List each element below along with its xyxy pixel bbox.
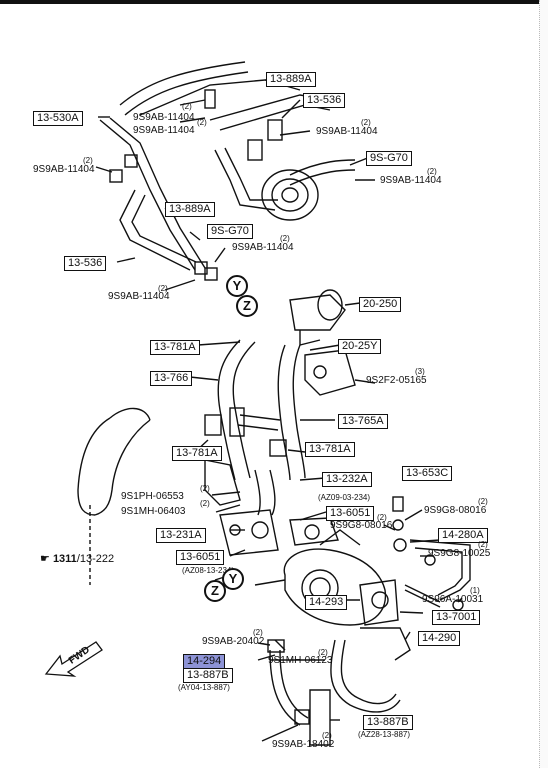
callout-14-280A: 14-280A bbox=[438, 528, 488, 543]
marker-y-top: Y bbox=[226, 275, 248, 297]
side-watermark-strip bbox=[539, 0, 548, 768]
part-number: 9S9AB-11404 bbox=[108, 291, 170, 302]
part-number: 9S9G8-10025 bbox=[428, 548, 491, 559]
qty-label: (2) bbox=[322, 731, 332, 740]
callout-13-7001: 13-7001 bbox=[432, 610, 481, 625]
ref-note: (AY04-13-887) bbox=[178, 683, 230, 692]
callout-13-536-top: 13-536 bbox=[303, 93, 346, 108]
part-number: 9S1MH-06403 bbox=[121, 506, 186, 517]
part-number: 9S9AB-11404 bbox=[380, 175, 442, 186]
callout-13-766: 13-766 bbox=[150, 371, 193, 386]
arrow-icon: ☛ bbox=[40, 553, 50, 565]
page-ref-sub: /13-222 bbox=[76, 553, 115, 565]
callout-13-653C: 13-653C bbox=[402, 466, 453, 481]
part-number: 9S2F2-05165 bbox=[366, 375, 427, 386]
callout-13-887B-right: 13-887B bbox=[363, 715, 413, 730]
part-number: 9S9AB-11404 bbox=[316, 126, 378, 137]
callout-13-765A: 13-765A bbox=[338, 414, 388, 429]
callout-14-293: 14-293 bbox=[305, 595, 348, 610]
qty-label: (2) bbox=[478, 497, 488, 506]
qty-label: (1) bbox=[470, 586, 480, 595]
callout-13-887B-left: 13-887B bbox=[183, 668, 233, 683]
part-number: 9S1PH-06553 bbox=[121, 491, 184, 502]
callout-20-25Y: 20-25Y bbox=[338, 339, 382, 354]
callout-13-781A-3: 13-781A bbox=[305, 442, 355, 457]
part-number: 9S96A-10031 bbox=[422, 594, 484, 605]
qty-label: (2) bbox=[427, 167, 437, 176]
callout-13-6051-a: 13-6051 bbox=[326, 506, 375, 521]
forward-arrow-icon bbox=[44, 641, 103, 677]
qty-label: (2) bbox=[200, 484, 210, 493]
marker-z-top: Z bbox=[236, 295, 258, 317]
part-number: 9S9AB-18402 bbox=[272, 739, 335, 750]
callout-13-889A-top: 13-889A bbox=[266, 72, 316, 87]
qty-label: (2) bbox=[478, 540, 488, 549]
part-number: 9S1MH-06123 bbox=[268, 655, 333, 666]
marker-y-bottom: Y bbox=[222, 568, 244, 590]
top-border bbox=[0, 0, 548, 4]
part-number: 9S9AB-20402 bbox=[202, 636, 265, 647]
ref-note: (AZ09-03-234) bbox=[318, 493, 371, 502]
qty-label: (2) bbox=[197, 118, 207, 127]
page-ref-main: 1311 bbox=[52, 553, 77, 565]
qty-label: (3) bbox=[415, 367, 425, 376]
qty-label: (2) bbox=[361, 118, 371, 127]
page-reference[interactable]: ☛ 1311/13-222 bbox=[40, 553, 114, 565]
callout-13-530A: 13-530A bbox=[33, 111, 83, 126]
part-number: 9S9AB-11404 bbox=[133, 125, 195, 136]
callout-13-781A-2: 13-781A bbox=[172, 446, 222, 461]
qty-label: (2) bbox=[377, 513, 387, 522]
part-number: 9S9G8-08016 bbox=[424, 505, 487, 516]
marker-z-bottom: Z bbox=[204, 580, 226, 602]
ref-note: (AZ28-13-887) bbox=[358, 730, 411, 739]
part-number: 9S9AB-11404 bbox=[232, 242, 294, 253]
callout-13-536-left: 13-536 bbox=[64, 256, 107, 271]
callout-9S-G70-right: 9S-G70 bbox=[366, 151, 412, 166]
qty-label: (2) bbox=[200, 499, 210, 508]
forward-arrow: FWD bbox=[40, 640, 120, 680]
qty-label: (2) bbox=[280, 234, 290, 243]
callout-14-290: 14-290 bbox=[418, 631, 461, 646]
callout-13-889A-mid: 13-889A bbox=[165, 202, 215, 217]
callout-13-781A-1: 13-781A bbox=[150, 340, 200, 355]
qty-label: (2) bbox=[318, 648, 328, 657]
callout-13-231A: 13-231A bbox=[156, 528, 206, 543]
callout-14-294-highlighted[interactable]: 14-294 bbox=[183, 654, 226, 669]
qty-label: (2) bbox=[182, 102, 192, 111]
part-number: 9S9G8-08016 bbox=[330, 520, 393, 531]
qty-label: (2) bbox=[158, 284, 168, 293]
ref-note: (AZ08-13-234) bbox=[182, 566, 235, 575]
qty-label: (2) bbox=[253, 628, 263, 637]
callout-20-250: 20-250 bbox=[359, 297, 402, 312]
callout-9S-G70-mid: 9S-G70 bbox=[207, 224, 253, 239]
part-number: 9S9AB-11404 bbox=[33, 164, 95, 175]
qty-label: (2) bbox=[83, 156, 93, 165]
part-number: 9S9AB-11404 bbox=[133, 112, 195, 123]
callout-13-6051-b: 13-6051 bbox=[176, 550, 225, 565]
callout-13-232A: 13-232A bbox=[322, 472, 372, 487]
